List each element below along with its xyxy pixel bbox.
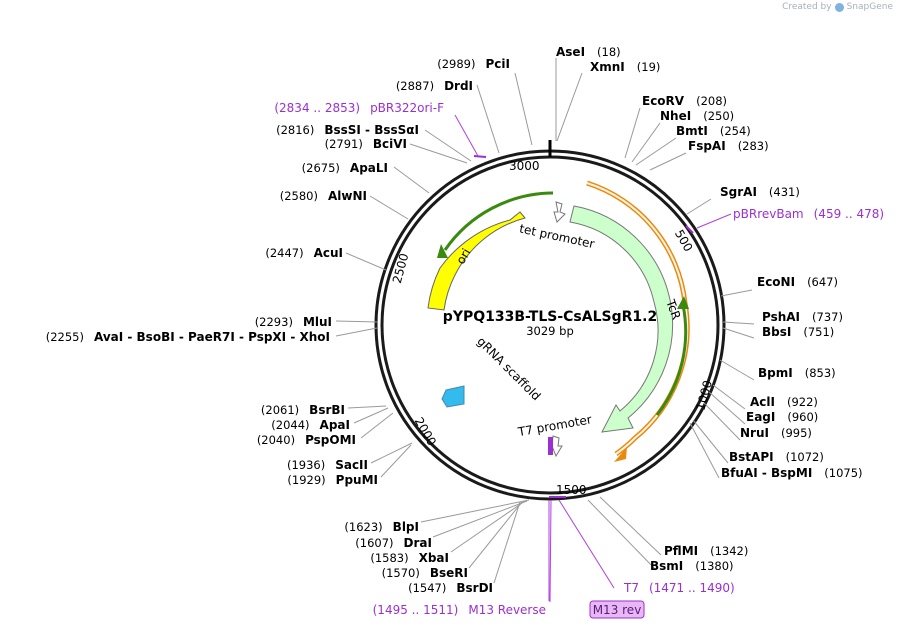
orf-green-right-arc [655,304,688,416]
site-sacii: (1936)SacII [287,458,368,472]
plasmid-size: 3029 bp [526,324,574,338]
site-bbsi: BbsI(751) [762,325,834,339]
site-leaders [335,58,755,584]
primer-tick-pbrrevbam [685,225,694,234]
feature-label-tcr: TcR [663,297,683,322]
primer-t7: T7(1471 .. 1490) [623,581,735,595]
site-xmni: XmnI(19) [590,60,660,74]
site-nhei: NheI(250) [660,109,734,123]
site-asei: AseI(18) [556,45,621,59]
site-bseri: (1570)BseRI [382,566,468,580]
primer-pbr322ori-f: (2834 .. 2853)pBR322ori-F [274,101,444,115]
orf-orange-arrowhead [614,447,627,462]
site-pcii: (2989)PciI [437,57,510,71]
orf-orange-arc-inner [586,182,689,455]
tcr-feature [569,205,674,433]
feature-label-tet-promoter: tet promoter [518,222,596,252]
site-apali: (2675)ApaLI [302,161,388,175]
site-ppumi: (1929)PpuMI [287,473,378,487]
site-mlui: (2293)MluI [255,315,332,329]
site-drai: (1607)DraI [355,536,432,550]
tick-label-2500: 2500 [390,252,411,285]
tet-promoter-feature [553,201,566,223]
m13-rev-badge-label: M13 rev [593,603,642,617]
ori-feature [427,211,526,311]
site-bstapi: BstAPI(1072) [729,450,824,464]
feature-label-grna-scaffold: gRNA scaffold [474,334,543,403]
credit-brand: SnapGene [846,2,893,12]
site-bmti: BmtI(254) [676,124,751,138]
site-bcivi: (2791)BciVI [325,137,407,151]
site-acli: AclI(922) [750,395,818,409]
site-avai-group: (2255)AvaI - BsoBI - PaeR7I - PspXI - Xh… [46,330,330,344]
site-bsrbi: (2061)BsrBI [261,403,345,417]
tick-label-3000: 3000 [509,159,540,173]
site-pspomi: (2040)PspOMI [257,433,356,447]
t7-promoter-feature [551,435,563,458]
site-ecorv: EcoRV(208) [642,94,727,108]
site-acui: (2447)AcuI [265,246,343,260]
site-bsrdi: (1547)BsrDI [408,581,493,595]
orf-green-right-arrowhead [677,296,689,309]
site-pflmi: PflMI(1342) [664,544,748,558]
site-bsmi: BsmI(1380) [650,559,734,573]
site-bfuai-bspmi: BfuAI - BspMI(1075) [721,466,863,480]
site-apai: (2044)ApaI [271,418,350,432]
tick-label-1500: 1500 [556,483,587,497]
site-alwni: (2580)AlwNI [280,189,367,203]
primer-tick-pbr322ori [473,155,487,158]
feature-label-ori: ori [454,246,474,267]
site-bpmi: BpmI(853) [758,366,836,380]
primer-leaders [454,114,732,603]
m13-rev-badge [589,600,645,619]
inner-primer-bar [548,437,553,455]
orf-green-top-arrowhead [437,244,448,258]
tick-label-2000: 2000 [412,415,439,448]
site-blpi: (1623)BlpI [344,520,419,534]
site-fspai: FspAI(283) [688,139,769,153]
grna-scaffold-feature [441,385,465,408]
tick-label-1000: 1000 [694,379,715,412]
site-eagi: EagI(960) [746,410,818,424]
site-sgrai: SgrAI(431) [720,185,800,199]
site-bsssi-bsssai: (2816)BssSI - BssSαI [276,123,419,137]
credit-prefix: Created by [782,2,832,12]
snapgene-logo-icon [834,2,844,12]
site-pshai: PshAI(737) [762,310,843,324]
credit-line: Created by SnapGene [782,2,893,12]
site-xbai: (1583)XbaI [370,551,449,565]
primer-pbrrevbam: pBRrevBam(459 .. 478) [733,207,884,221]
feature-label-t7-promoter: T7 promoter [516,412,593,439]
site-nrui: NruI(995) [740,426,812,440]
orf-green-top-arc [443,191,554,251]
primer-m13-reverse: (1495 .. 1511)M13 Reverse [373,603,546,617]
site-drdi: (2887)DrdI [396,79,473,93]
plasmid-name: pYPQ133B-TLS-CsALSgR1.2 [443,309,657,325]
site-econi: EcoNI(647) [757,275,838,289]
